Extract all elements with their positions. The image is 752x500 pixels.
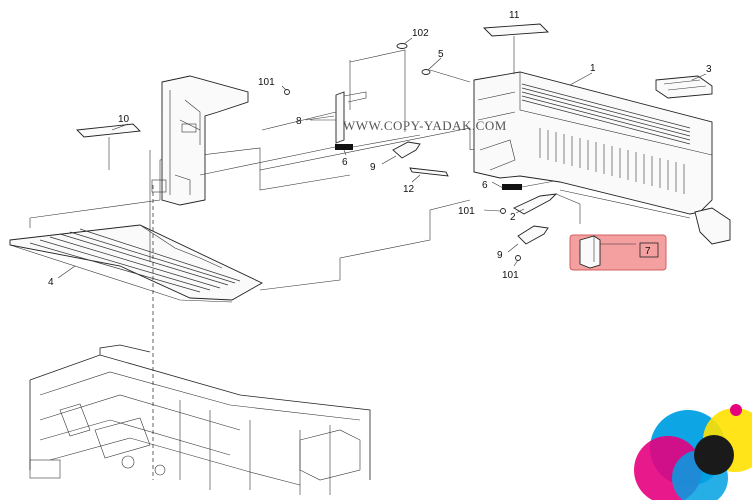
part-101-screw-mid (500, 208, 506, 214)
part-5-screw (421, 69, 471, 83)
part-4-output-tray (9, 224, 263, 303)
watermark-text: WWW.COPY-YADAK.COM (343, 118, 507, 133)
assembly-outline-2 (259, 170, 691, 219)
machine-lower-body (29, 344, 371, 495)
callout-101-low: 101 (502, 270, 519, 281)
part-6-spring-right (502, 179, 561, 190)
callout-9-upper: 9 (370, 162, 376, 173)
callout-9-lower: 9 (497, 250, 503, 261)
callout-2: 2 (510, 212, 516, 223)
part-1-top-cover (473, 71, 731, 245)
part-3-bracket (655, 75, 713, 99)
part-8-bracket (261, 49, 406, 144)
callout-6-left: 6 (342, 157, 348, 168)
part-10-strip (76, 123, 141, 170)
part-102-screw (396, 43, 408, 49)
center-frame-panel (151, 75, 249, 206)
callout-7: 7 (645, 246, 651, 257)
part-9-hook-upper (392, 141, 421, 159)
part-101-screw-top (284, 89, 290, 95)
callout-10: 10 (118, 114, 130, 125)
callout-11: 11 (509, 10, 520, 21)
callout-5: 5 (438, 49, 444, 60)
part-101-screw-low (515, 255, 521, 261)
part-11-sheet (482, 23, 550, 74)
part-2-lever (513, 193, 581, 224)
part-12-pin (409, 167, 449, 177)
callout-8: 8 (296, 116, 302, 127)
cmyk-logo (634, 404, 752, 500)
callout-6-right: 6 (482, 180, 488, 191)
callout-101-top: 101 (258, 77, 275, 88)
leader-lines (57, 37, 707, 279)
part-7-highlight[interactable] (569, 234, 667, 271)
callout-102: 102 (412, 28, 429, 39)
assembly-outline (29, 127, 561, 291)
callout-12: 12 (403, 184, 415, 195)
callout-101-mid: 101 (458, 206, 475, 217)
callout-1: 1 (590, 63, 596, 74)
part-6-spring-left (199, 134, 421, 176)
callout-3: 3 (706, 64, 712, 75)
callout-labels: 1 2 3 4 5 6 6 7 8 9 9 10 11 12 101 101 1… (48, 10, 712, 288)
part-9-hook-lower (517, 225, 549, 245)
callout-4: 4 (48, 277, 54, 288)
